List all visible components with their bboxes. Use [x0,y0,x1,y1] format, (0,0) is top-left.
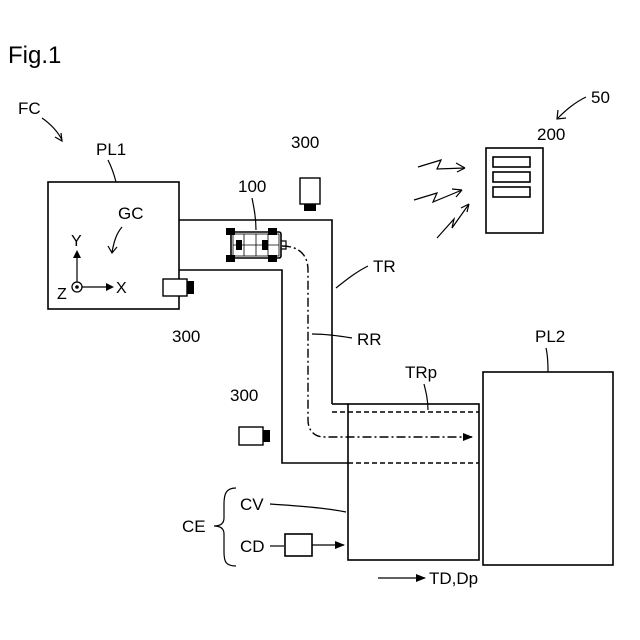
track-leader [336,266,368,288]
track-label: TR [373,257,396,276]
cd-label: CD [240,537,265,556]
axis-y-label: Y [71,233,82,250]
gc-label: GC [118,204,144,223]
server-group-leader [558,97,586,118]
cv-leader [270,504,346,512]
camera-top-label: 300 [291,133,319,152]
ce-label: CE [182,517,206,536]
axis-y-arrow [73,250,81,258]
camera-mid-icon [239,427,270,445]
wireless-signal-icon [414,160,469,238]
camera-top-icon [300,178,320,211]
vehicle-label: 100 [238,177,266,196]
figure-title: Fig.1 [8,42,61,69]
camera-left-icon [163,279,194,296]
conveyor-box [348,404,479,560]
axis-x-arrow [106,283,114,291]
trp-leader [424,384,428,410]
cv-label: CV [240,495,264,514]
axis-x-label: X [116,280,127,297]
factory-label: FC [18,99,41,118]
pl2-label: PL2 [535,327,565,346]
route-label: RR [357,330,382,349]
pl1-leader [108,160,116,182]
camera-mid-label: 300 [230,386,258,405]
camera-left-label: 300 [172,327,200,346]
server-label: 200 [537,125,565,144]
factory-leader [42,118,62,140]
td-label: TD,Dp [429,569,478,588]
vehicle-leader [252,198,256,230]
pl2-leader [546,348,548,372]
server-icon [486,148,543,233]
cd-box [285,534,312,556]
trp-label: TRp [405,363,437,382]
pl2-box [483,372,613,565]
ce-brace [214,488,236,566]
server-group-label: 50 [591,88,610,107]
axis-z-label: Z [57,286,67,303]
pl1-label: PL1 [96,140,126,159]
axis-z-dot [75,285,79,289]
gc-leader [112,227,122,252]
vehicle-icon [226,228,286,262]
